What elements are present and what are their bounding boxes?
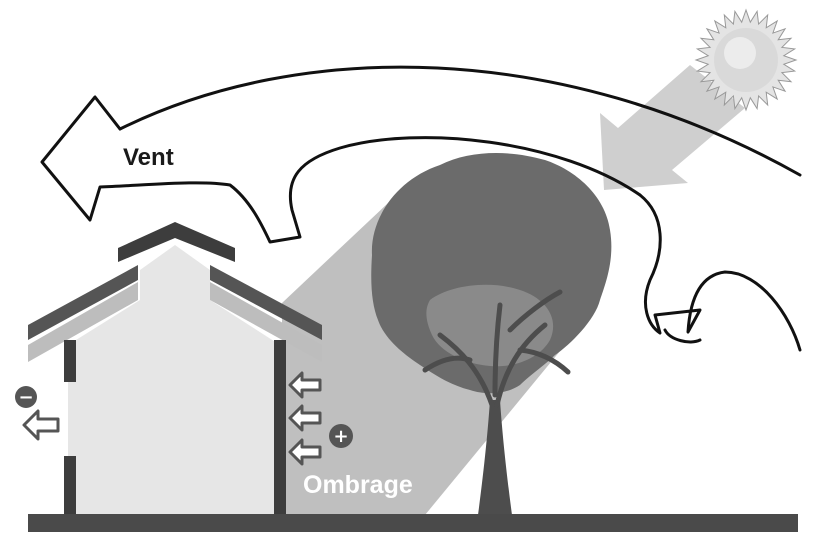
- tree-trunk: [478, 400, 512, 515]
- ground: [28, 514, 798, 532]
- left-wall-upper: [64, 340, 76, 382]
- plus-icon: +: [329, 424, 353, 448]
- sun-ray-arrow: [600, 65, 745, 190]
- minus-icon: −: [15, 386, 37, 408]
- wind-arrow-icon: [40, 65, 802, 352]
- roof-ridge: [118, 222, 235, 262]
- tree-icon: [371, 153, 612, 515]
- minus-label: −: [18, 387, 33, 408]
- pressure-arrow-icon: [288, 371, 322, 466]
- roof-right-light: [210, 282, 322, 362]
- right-wall: [274, 340, 286, 515]
- wind-label: Vent: [123, 144, 174, 171]
- shade-label: Ombrage: [303, 471, 413, 499]
- house-icon: [28, 222, 322, 515]
- sun-icon: [694, 8, 798, 112]
- roof-left-light: [28, 282, 138, 362]
- roof-left-dark: [28, 265, 138, 340]
- roof-right-dark: [210, 265, 322, 340]
- house-body: [68, 245, 280, 515]
- plus-label: +: [333, 426, 348, 447]
- left-wall-lower: [64, 456, 76, 515]
- left-pressure-arrow: [22, 409, 60, 441]
